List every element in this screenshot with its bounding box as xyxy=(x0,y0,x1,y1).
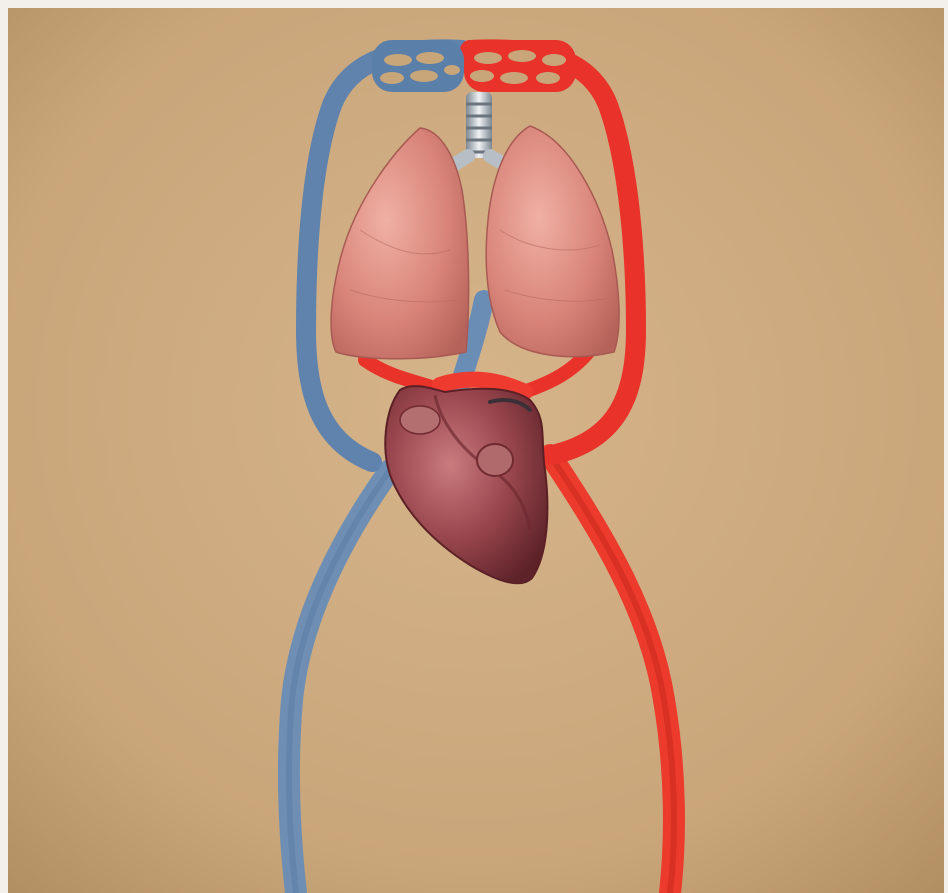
pulmonary-capillary-bed xyxy=(372,40,576,92)
